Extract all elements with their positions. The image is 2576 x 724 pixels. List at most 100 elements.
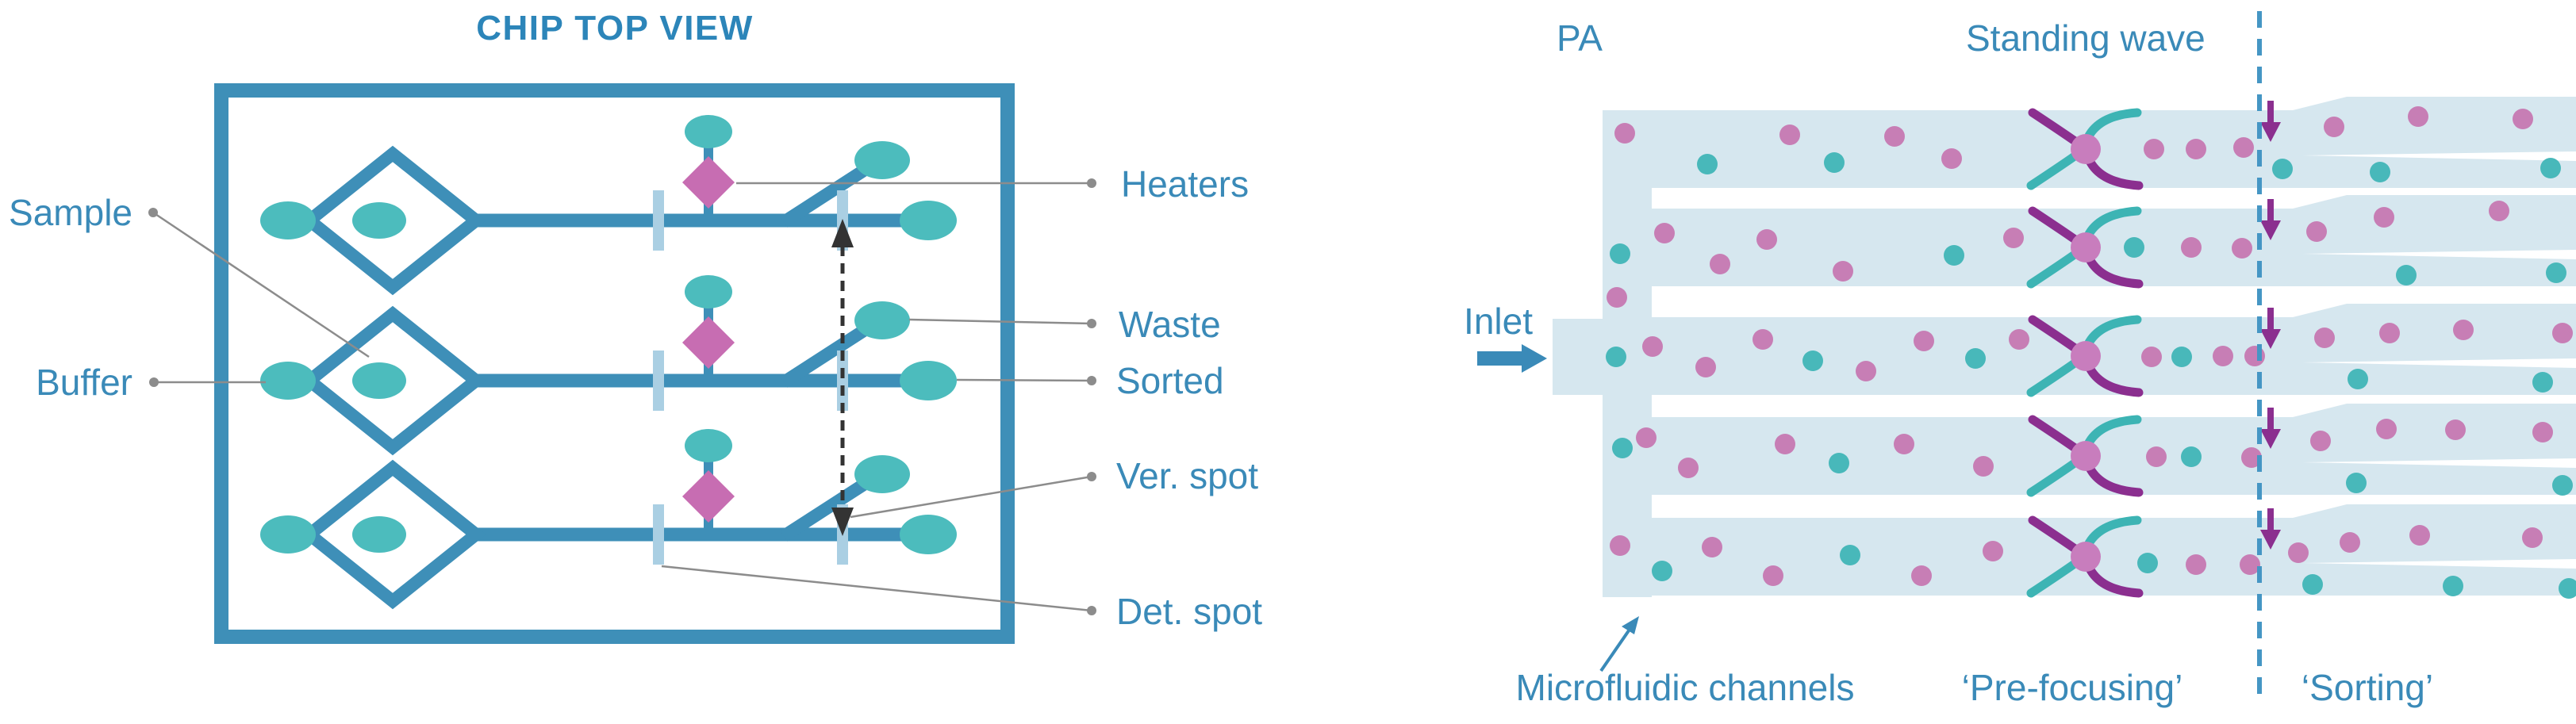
microfluidic-channel	[1650, 404, 2576, 495]
focused-particle-dot	[2071, 441, 2101, 471]
chip-top-view-panel	[214, 83, 1015, 644]
pink-particle-dot	[2513, 109, 2533, 129]
inlet-arrow-head	[1522, 344, 1547, 373]
pink-particle-dot	[2141, 347, 2162, 367]
pink-particle-dot	[2003, 228, 2024, 248]
sorting-split-gap	[2302, 151, 2576, 161]
pink-particle-dot	[1983, 541, 2003, 561]
leader-dot	[149, 377, 159, 387]
focused-particle-dot	[2071, 232, 2101, 262]
mixing-diamond	[299, 459, 486, 610]
pink-particle-dot	[1614, 123, 1635, 144]
sorting-split-gap	[2302, 250, 2576, 259]
sample-port	[260, 362, 316, 400]
leader-dot	[1087, 472, 1096, 481]
leader-line	[850, 475, 1092, 519]
teal-particle-dot	[2302, 574, 2323, 595]
pink-particle-dot	[1856, 361, 1876, 381]
detection-spot-tick	[653, 504, 664, 565]
label-sorting: ‘Sorting’	[2301, 667, 2434, 708]
sorting-arrow-head	[2260, 122, 2281, 142]
pink-particle-dot	[2146, 446, 2167, 467]
teal-particle-dot	[2559, 578, 2576, 599]
label-pre-focusing: ‘Pre-focusing’	[1961, 667, 2183, 708]
teal-particle-dot	[1829, 453, 1849, 473]
pink-particle-dot	[2532, 422, 2553, 442]
row-span-arrow-up	[831, 219, 854, 247]
pink-particle-dot	[1763, 565, 1783, 586]
annotation-arrows	[831, 219, 854, 536]
sorting-split-gap	[2302, 559, 2576, 569]
pink-particle-dot	[1678, 458, 1699, 478]
heater-port	[685, 115, 732, 148]
verification-spot-tick	[837, 351, 848, 411]
heater-port	[685, 275, 732, 308]
pink-particle-dot	[2233, 137, 2254, 158]
pink-particle-dot	[1610, 535, 1630, 556]
pink-particle-dot	[1941, 148, 1962, 169]
pink-particle-dot	[1710, 254, 1730, 274]
detection-spot-tick	[653, 190, 664, 251]
heater-port	[685, 429, 732, 462]
waste-branch-channel	[780, 320, 875, 388]
pink-particle-dot	[2379, 323, 2400, 343]
microfluidic-channel	[1650, 504, 2576, 596]
label-inlet: Inlet	[1464, 301, 1533, 342]
pink-particle-dot	[2522, 527, 2543, 548]
sorting-split-gap	[2302, 358, 2576, 368]
pink-particle-dot	[1756, 229, 1777, 250]
teal-particle-dot	[2171, 347, 2192, 367]
pink-particle-dot	[1894, 434, 1914, 454]
sorting-arrow-head	[2260, 429, 2281, 449]
teal-particle-dot	[1610, 243, 1630, 264]
leader-dot	[148, 208, 158, 217]
channels-pointer-arrow-head	[1622, 616, 1639, 634]
leader-line	[661, 565, 1092, 612]
page-title: CHIP TOP VIEW	[476, 9, 754, 48]
pink-particle-dot	[2186, 554, 2206, 575]
label-ver-spot: Ver. spot	[1116, 455, 1259, 496]
pink-particle-dot	[2409, 525, 2430, 546]
teal-particle-dot	[2540, 158, 2561, 178]
teal-particle-dot	[1612, 438, 1633, 458]
pink-particle-dot	[1607, 287, 1627, 308]
pink-particle-dot	[2306, 221, 2327, 242]
pink-particle-dot	[1654, 223, 1675, 243]
pink-particle-dot	[2232, 238, 2252, 259]
pink-particle-dot	[2374, 207, 2394, 228]
sorted-port	[900, 361, 957, 400]
teal-particle-dot	[2272, 159, 2293, 179]
label-leader-lines	[148, 178, 1096, 615]
waste-branch-channel	[780, 474, 875, 542]
leader-line	[152, 211, 370, 358]
label-buffer: Buffer	[36, 362, 132, 403]
leader-line	[908, 318, 1092, 325]
channels-pointer-arrow-shaft	[1599, 623, 1634, 672]
sorted-port	[900, 201, 957, 240]
teal-particle-dot	[2124, 237, 2144, 258]
pink-particle-dot	[2009, 329, 2029, 350]
microfluidic-channel	[1650, 304, 2576, 395]
pink-particle-dot	[1702, 537, 1722, 557]
flow-panel	[1477, 11, 2576, 703]
focused-particle-dot	[2071, 134, 2101, 164]
pink-particle-dot	[1779, 124, 1800, 145]
teal-particle-dot	[2181, 446, 2202, 467]
teal-particle-dot	[2346, 473, 2367, 493]
pink-particle-dot	[2314, 328, 2335, 348]
sample-port	[260, 515, 316, 554]
waste-port	[854, 455, 910, 493]
leader-dot	[1087, 178, 1096, 188]
teal-particle-dot	[1697, 154, 1718, 174]
pink-particle-dot	[1884, 126, 1905, 147]
pink-particle-dot	[2144, 139, 2164, 159]
sorted-port	[900, 515, 957, 554]
leader-line	[956, 378, 1092, 382]
label-sorted: Sorted	[1116, 360, 1224, 401]
teal-particle-dot	[2546, 262, 2566, 283]
pink-particle-dot	[2241, 447, 2262, 468]
detection-spot-tick	[653, 351, 664, 411]
teal-particle-dot	[1824, 152, 1845, 173]
teal-particle-dot	[1965, 348, 1986, 369]
